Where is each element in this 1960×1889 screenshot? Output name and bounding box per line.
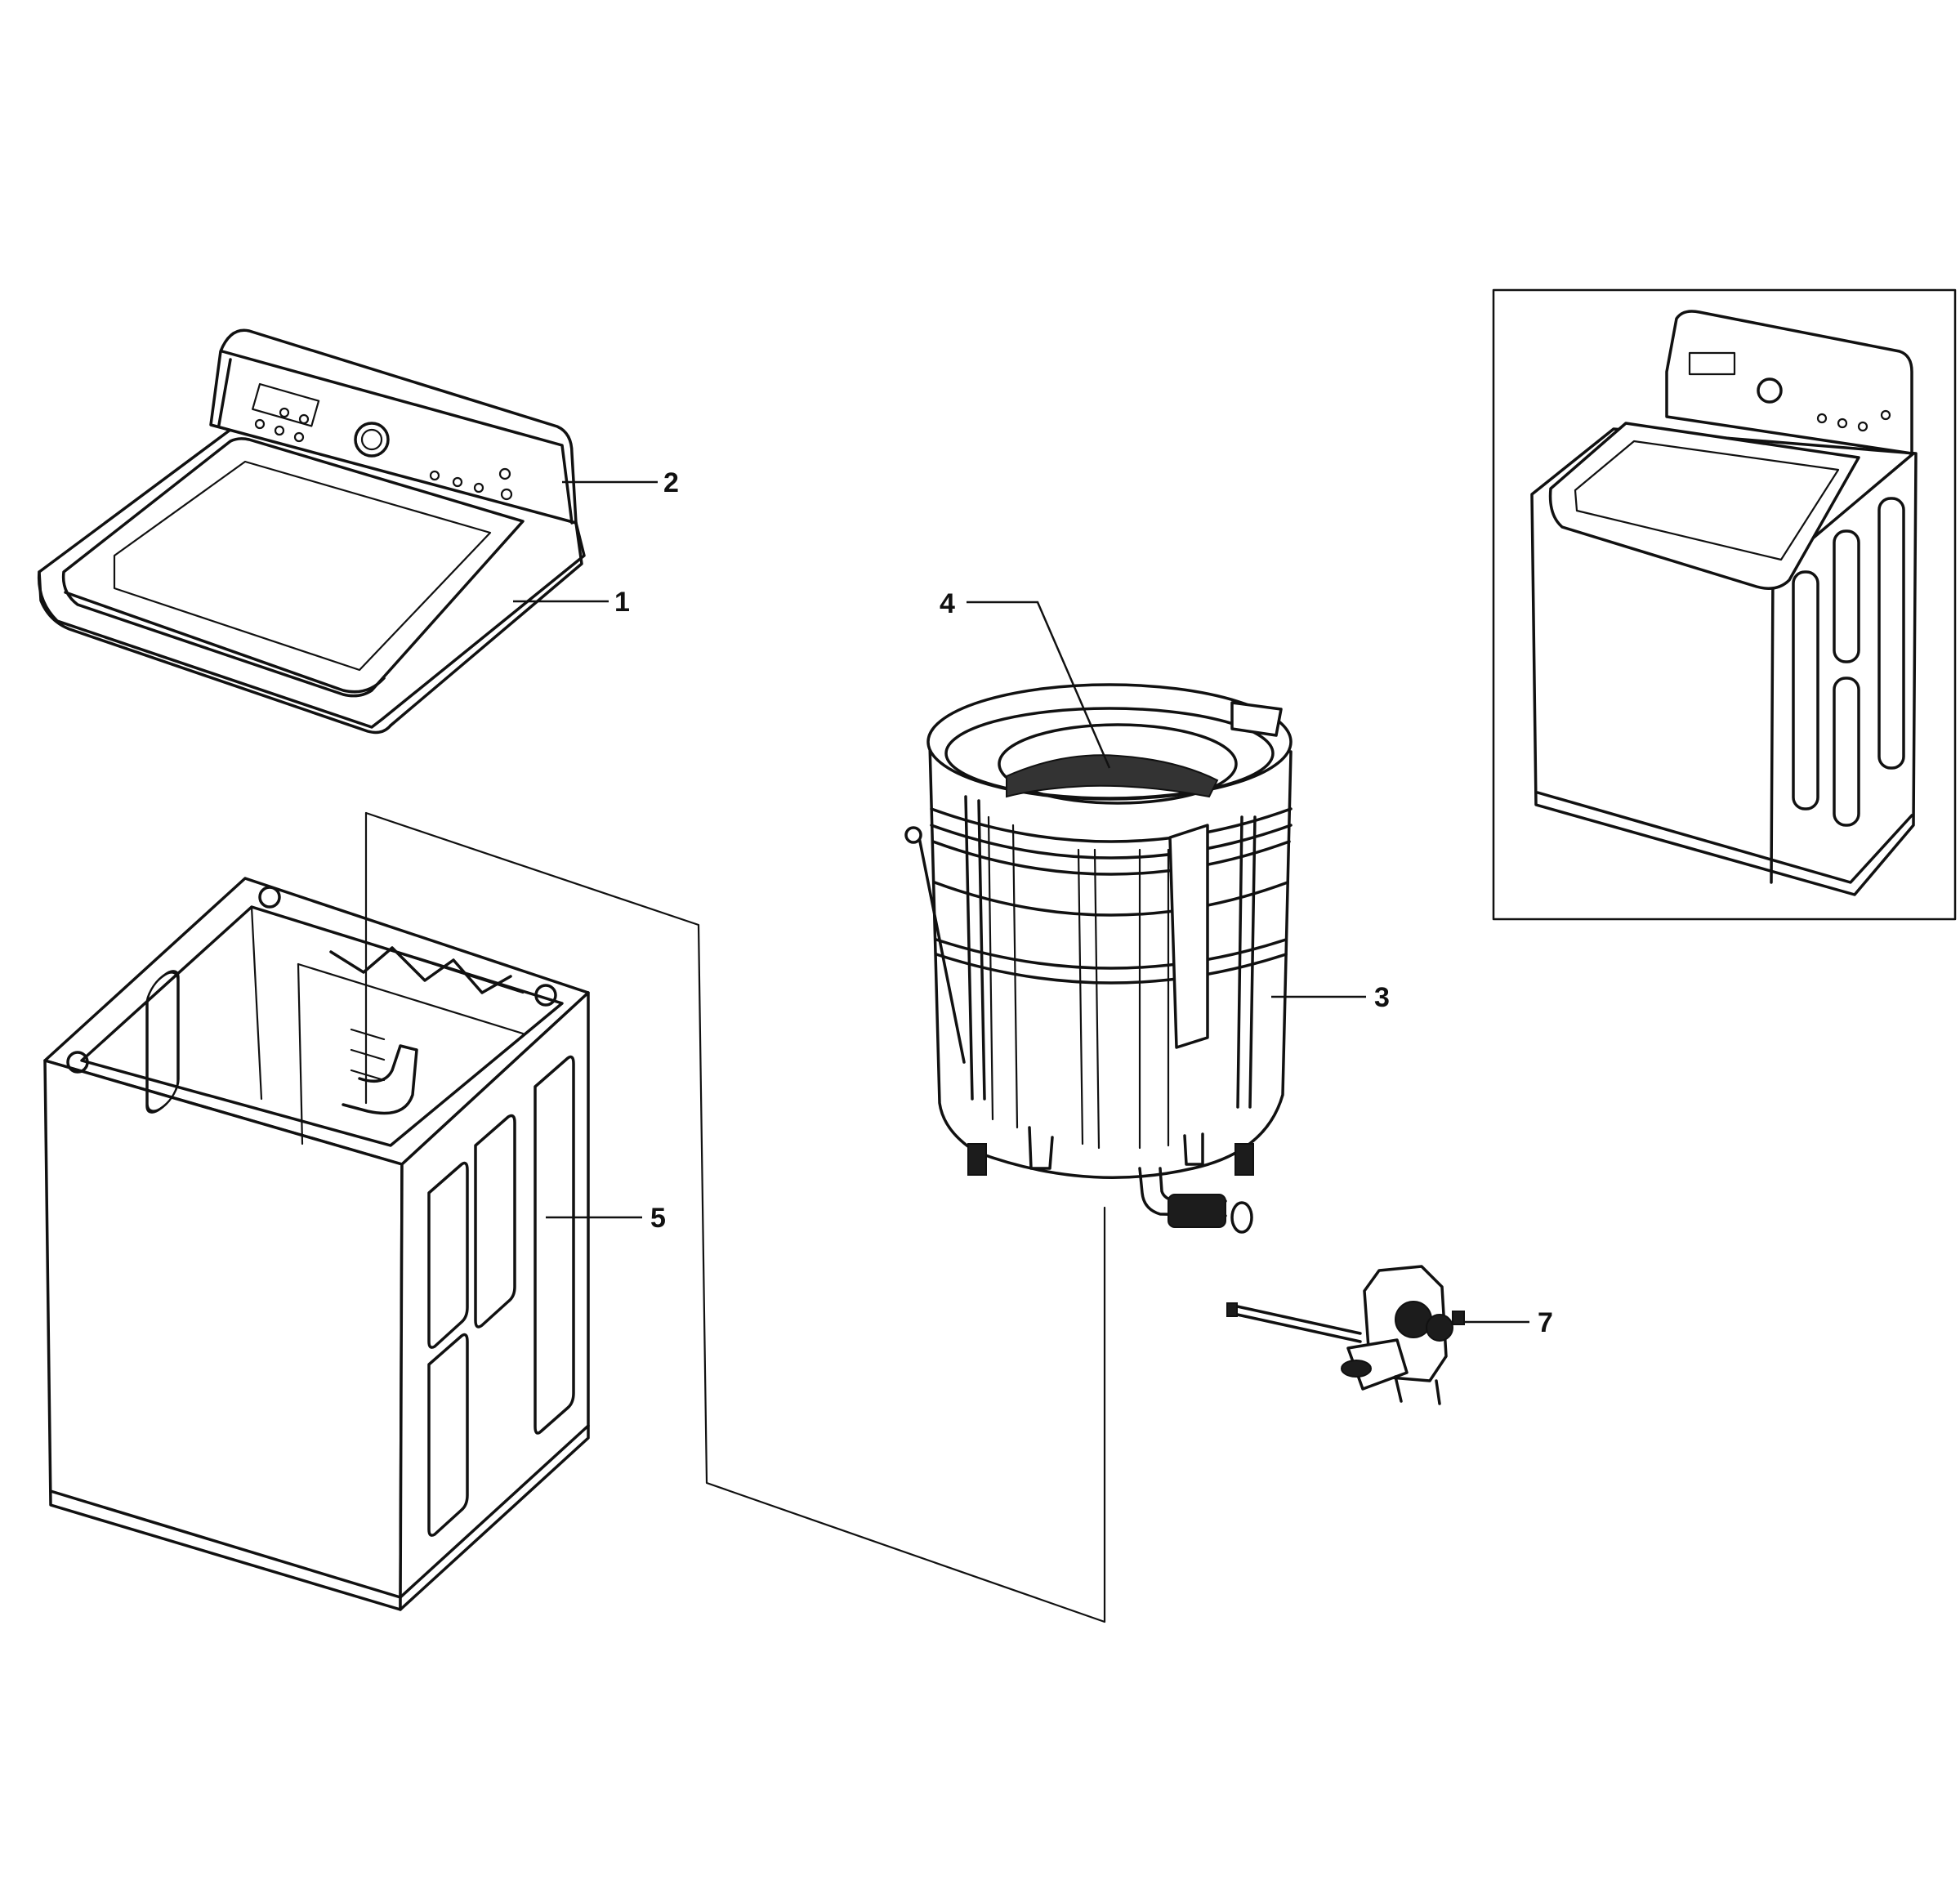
assembled-washer-inset [1492,288,1957,921]
callout-5: 5 [650,1203,666,1234]
drain-pump [1226,1265,1529,1405]
top-cover-assembly [37,328,658,735]
callout-2: 2 [663,467,679,498]
cabinet [43,877,642,1611]
tub-assembly [904,601,1366,1234]
callout-labels: 1 2 3 4 5 7 [614,467,1553,1338]
callout-7: 7 [1538,1307,1553,1338]
assembly-guide-lines [364,811,1106,1623]
callout-4: 4 [940,588,955,619]
callout-1: 1 [614,587,630,618]
callout-3: 3 [1374,982,1390,1013]
